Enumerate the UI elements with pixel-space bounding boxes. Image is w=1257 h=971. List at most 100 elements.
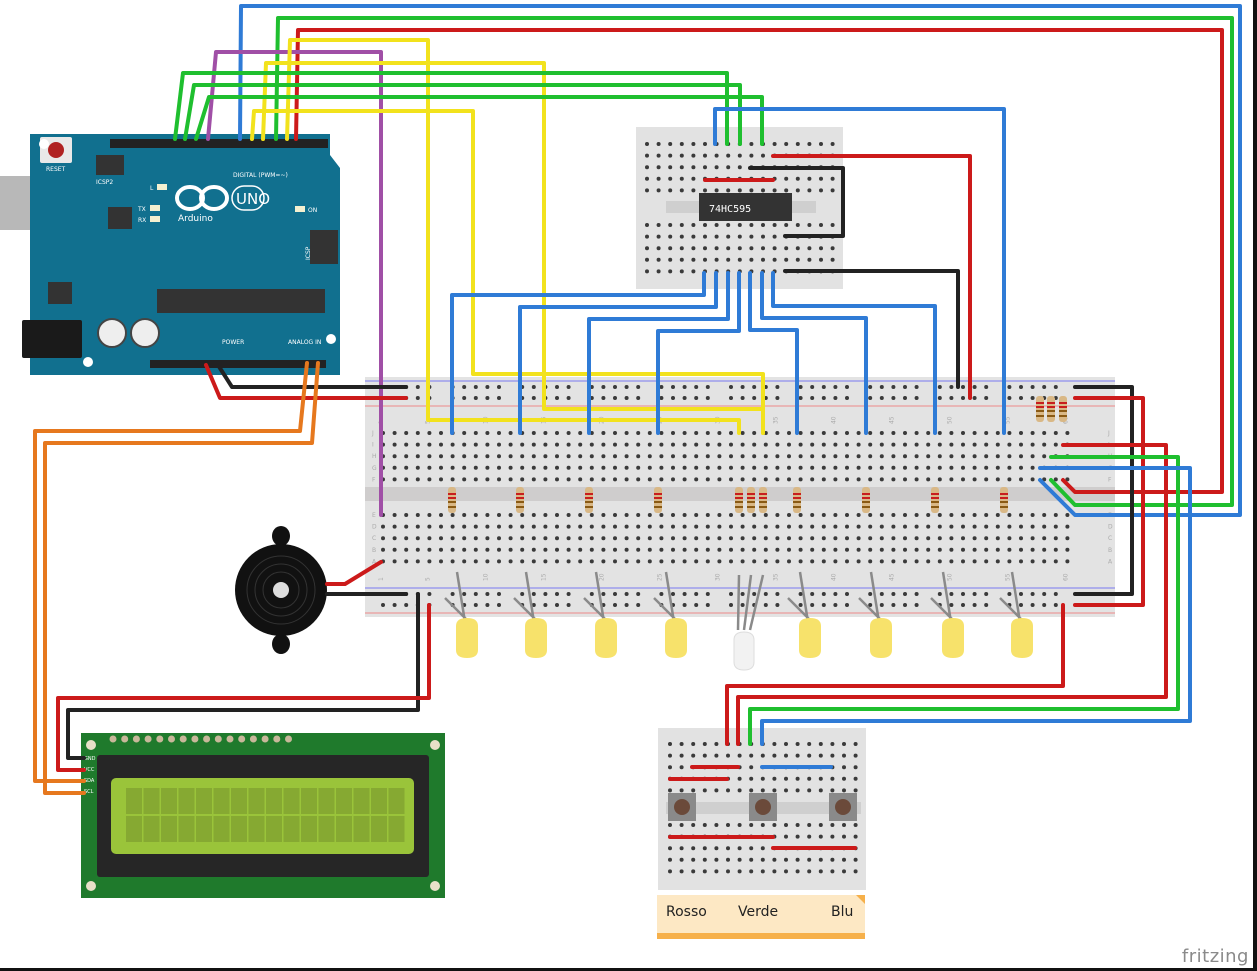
breadboard-hole (543, 442, 548, 447)
breadboard-holes (381, 385, 1070, 607)
resistor-band (448, 506, 456, 508)
breadboard-hole (1019, 513, 1023, 517)
breadboard-hole (691, 188, 696, 193)
breadboard-hole (520, 477, 525, 482)
breadboard-hole (807, 257, 812, 262)
breadboard-hole (392, 431, 397, 435)
rail-hole (497, 592, 501, 596)
breadboard-hole (830, 834, 835, 839)
resistor (654, 487, 662, 513)
resistor-band (1059, 415, 1067, 417)
breadboard-hole (601, 536, 606, 541)
breadboard-hole (763, 477, 768, 482)
lcd-char-cell (301, 788, 317, 814)
rail-hole (937, 385, 942, 389)
breadboard-hole (543, 454, 548, 459)
lcd-char-cell (371, 816, 387, 842)
rail-hole (972, 396, 977, 400)
rail-hole (543, 603, 548, 607)
breadboard-hole (761, 246, 765, 251)
column-label: 45 (888, 416, 895, 424)
breadboard-hole (856, 547, 861, 552)
breadboard-hole (760, 869, 765, 874)
breadboard-hole (520, 559, 525, 564)
breadboard-hole (784, 188, 789, 193)
breadboard-hole (702, 742, 707, 746)
breadboard-hole (926, 536, 931, 541)
breadboard-hole (714, 153, 719, 158)
resistor-band (862, 506, 870, 508)
breadboard-hole (1019, 477, 1023, 482)
rail-hole (879, 396, 884, 400)
breadboard-hole (984, 559, 989, 564)
breadboard-hole (842, 788, 846, 793)
rail-hole (671, 592, 675, 596)
breadboard-hole (740, 465, 745, 470)
breadboard-hole (543, 547, 548, 552)
rail-hole (485, 603, 490, 607)
breadboard-hole (578, 547, 583, 552)
breadboard-hole (679, 188, 684, 193)
arduino-board (30, 134, 340, 375)
breadboard-hole (679, 257, 684, 262)
breadboard-hole (740, 454, 745, 459)
rail-hole (845, 592, 849, 596)
breadboard-hole (833, 536, 838, 541)
lcd-char-cell (126, 788, 142, 814)
wire-black (216, 363, 408, 389)
breadboard-hole (787, 477, 791, 482)
lcd-header-pin (261, 735, 269, 743)
breadboard-hole (392, 547, 397, 552)
breadboard-hole (926, 477, 931, 482)
resistor-band (1047, 406, 1055, 408)
breadboard-hole (961, 536, 965, 541)
breadboard-hole (645, 176, 649, 181)
breadboard-hole (737, 869, 742, 874)
rail-hole (473, 592, 478, 596)
rail-hole (462, 385, 467, 389)
breadboard-hole (485, 547, 490, 552)
lcd-char-cell (283, 788, 300, 814)
lcd-char-cell (196, 788, 212, 814)
breadboard-hole (714, 742, 719, 746)
breadboard-hole (749, 223, 754, 227)
breadboard-hole (772, 142, 777, 146)
rail-hole (555, 396, 559, 400)
breadboard-hole (853, 753, 858, 758)
breadboard-hole (807, 223, 812, 227)
breadboard-hole (624, 465, 629, 470)
breadboard-hole (613, 559, 617, 564)
breadboard-hole (1030, 477, 1035, 482)
breadboard-hole (845, 513, 849, 517)
lcd-pin-scl: SCL (84, 789, 94, 795)
breadboard-hole (1053, 536, 1058, 541)
breadboard-hole (795, 188, 800, 193)
breadboard-hole (856, 559, 861, 564)
breadboard-hole (601, 559, 606, 564)
power-jack (22, 320, 82, 358)
breadboard-hole (763, 559, 768, 564)
breadboard-hole (578, 454, 583, 459)
column-label: 20 (598, 573, 605, 581)
breadboard-hole (450, 477, 455, 482)
breadboard-hole (914, 547, 919, 552)
wire-red (204, 363, 408, 400)
breadboard-hole (784, 257, 789, 262)
breadboard-hole (856, 524, 861, 529)
breadboard-hole (415, 513, 420, 517)
breadboard-hole (566, 477, 571, 482)
breadboard-hole (473, 431, 478, 435)
breadboard-hole (749, 857, 754, 862)
rail-hole (903, 396, 907, 400)
breadboard-hole (645, 153, 649, 158)
breadboard-hole (784, 246, 789, 251)
breadboard-hole (961, 524, 965, 529)
breadboard-hole (1019, 431, 1023, 435)
rgb-led-leg (736, 574, 741, 631)
breadboard-hole (694, 465, 699, 470)
breadboard-hole (787, 513, 791, 517)
lcd-char-cell (248, 788, 265, 814)
rail-hole (972, 385, 977, 389)
breadboard-hole (818, 753, 823, 758)
